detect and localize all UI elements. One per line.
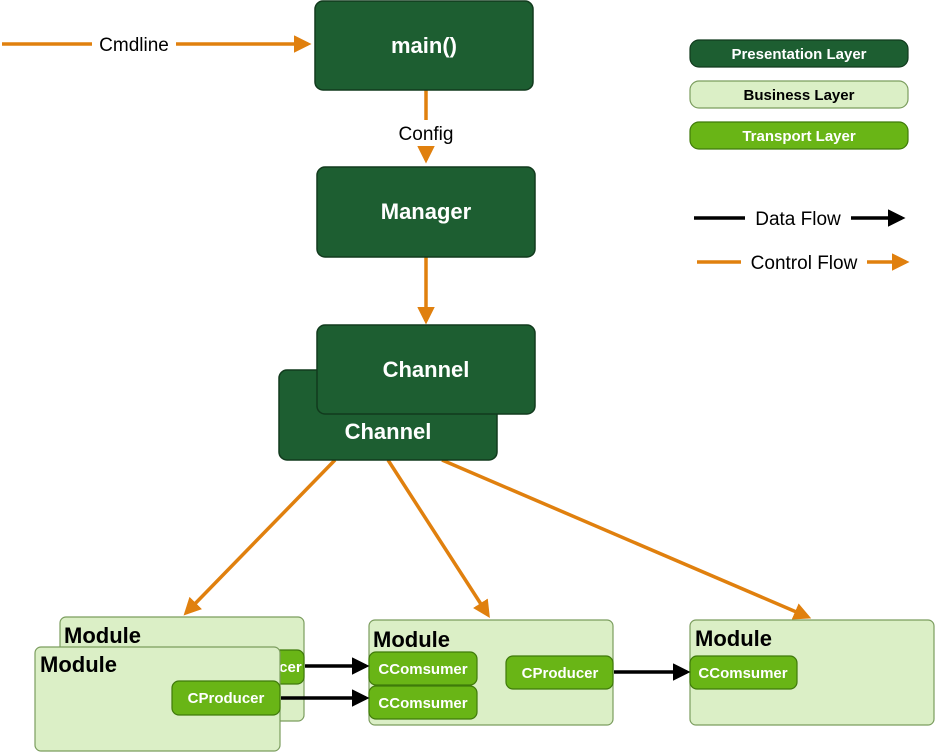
channel-front-label: Channel (383, 357, 470, 382)
module-left-front: Module CProducer (34, 646, 281, 752)
module-right-title: Module (695, 626, 772, 651)
main-node-label: main() (391, 33, 457, 58)
channel-to-right-module-arrow (441, 458, 812, 620)
cmdline-label-bg (92, 31, 176, 57)
module-middle-consumer-top-label: CComsumer (378, 661, 467, 678)
config-label-bg (392, 120, 460, 146)
module-left-front-producer-label: CProducer (188, 690, 265, 707)
manager-node: Manager (316, 166, 536, 258)
module-middle-consumer-bottom-label: CComsumer (378, 695, 467, 712)
cmdline-label: Cmdline (99, 35, 169, 56)
legend-presentation-label: Presentation Layer (731, 46, 866, 63)
legend: Presentation Layer Business Layer Transp… (689, 39, 910, 275)
module-right: Module CComsumer (689, 619, 935, 726)
module-right-consumer-label: CComsumer (698, 665, 787, 682)
module-middle-producer-label: CProducer (522, 665, 599, 682)
channel-to-left-module-arrow (183, 458, 337, 616)
legend-business-layer: Business Layer (689, 80, 909, 109)
legend-control-flow-label: Control Flow (751, 253, 858, 274)
manager-node-label: Manager (381, 199, 472, 224)
legend-business-label: Business Layer (744, 87, 855, 104)
module-left-back-title: Module (64, 623, 141, 648)
main-node: main() (314, 0, 534, 91)
module-left-front-title: Module (40, 652, 117, 677)
module-middle: Module CComsumer CComsumer CProducer (368, 619, 614, 726)
channel-node-front: Channel (316, 324, 536, 415)
channel-to-middle-module-arrow (386, 459, 490, 618)
legend-presentation-layer: Presentation Layer (689, 39, 909, 68)
legend-control-flow: Control Flow (697, 249, 910, 275)
legend-data-flow-label: Data Flow (755, 209, 841, 230)
channel-back-label: Channel (345, 419, 432, 444)
legend-transport-layer: Transport Layer (689, 121, 909, 150)
legend-transport-label: Transport Layer (742, 128, 856, 145)
config-label: Config (399, 124, 454, 145)
module-middle-title: Module (373, 627, 450, 652)
legend-data-flow: Data Flow (694, 205, 906, 231)
data-flow-arrows (281, 657, 691, 707)
module-middle-producer (505, 655, 614, 690)
module-left-front-producer (171, 680, 281, 716)
